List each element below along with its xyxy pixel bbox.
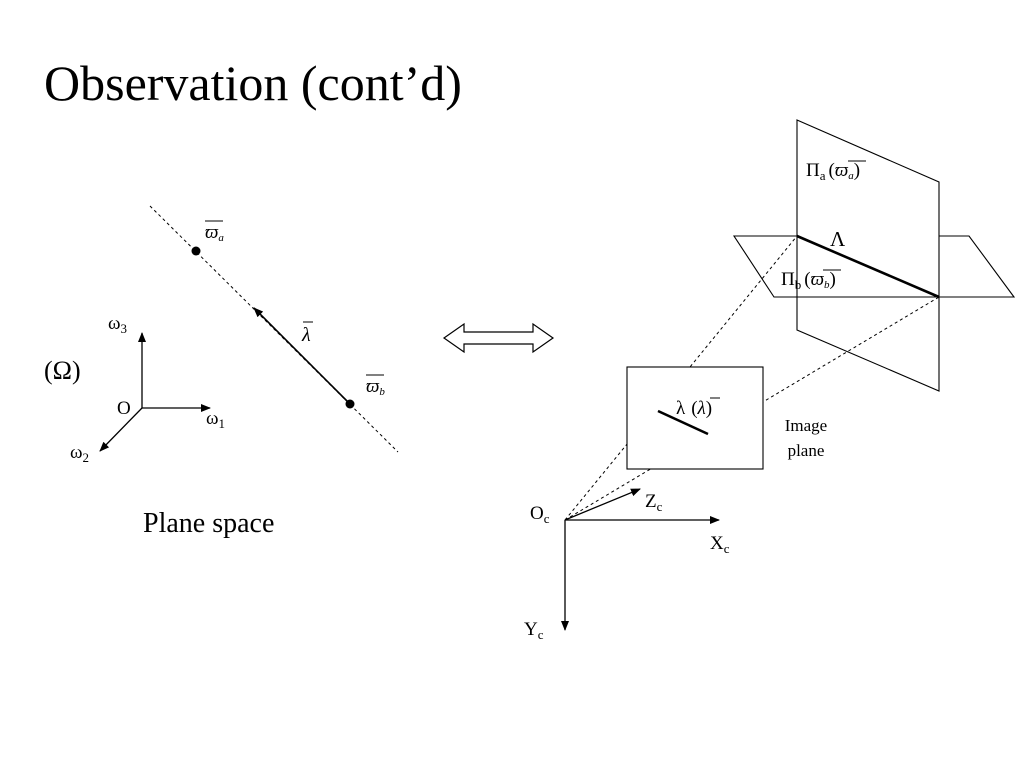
plane-space-diagram: (Ω) O ω3 ω1 ω2 ϖa ϖb λ xyxy=(44,205,399,539)
svg-text:λ(λ): λ(λ) xyxy=(676,398,712,419)
point-b-label: ϖb xyxy=(366,374,385,398)
axis-w3-label: ω3 xyxy=(108,313,127,336)
space-label: (Ω) xyxy=(44,356,81,385)
pi-b-label: Πb(ϖb) xyxy=(781,269,841,292)
axis-w1-label: ω1 xyxy=(206,408,225,431)
axis-w2-label: ω2 xyxy=(70,442,89,465)
lambda-3d-label: Λ xyxy=(830,227,846,251)
origin-label: O xyxy=(117,398,131,419)
plane-space-caption: Plane space xyxy=(143,508,274,539)
svg-text:Πa(ϖa): Πa(ϖa) xyxy=(806,160,860,183)
image-line-lambda xyxy=(657,409,709,436)
image-plane-rect xyxy=(626,366,764,470)
axis-xc-label: Xc xyxy=(710,533,730,556)
slide-title: Observation (cont’d) xyxy=(44,55,462,111)
pi-a-label: Πa(ϖa) xyxy=(806,160,866,183)
line-lambda-3d xyxy=(796,234,940,299)
axis-zc-label: Zc xyxy=(645,491,663,514)
svg-text:Πb(ϖb): Πb(ϖb) xyxy=(781,269,836,292)
svg-text:ϖb: ϖb xyxy=(366,376,385,398)
camera-diagram: Πa(ϖa) Λ Πb(ϖb) λ(λ) Image plane Oc Zc X… xyxy=(524,119,1016,642)
plane-pi-b-right xyxy=(939,235,1016,298)
plane-pi-a xyxy=(796,119,940,392)
lambda-vector xyxy=(253,307,351,405)
svg-text:ϖa: ϖa xyxy=(205,222,224,244)
image-line-label: λ(λ) xyxy=(676,397,720,419)
camera-origin-label: Oc xyxy=(530,503,550,526)
point-b xyxy=(345,399,355,409)
axis-w2-arrow xyxy=(99,407,143,452)
image-plane-label-line1: Image xyxy=(785,416,827,435)
lambda-label: λ xyxy=(301,321,313,346)
point-a-label: ϖa xyxy=(205,220,224,244)
svg-text:λ: λ xyxy=(301,324,311,346)
projection-ray-1 xyxy=(564,235,798,521)
point-a xyxy=(191,246,201,256)
axis-yc-label: Yc xyxy=(524,619,544,642)
equivalence-double-arrow xyxy=(442,322,555,354)
axis-zc-arrow xyxy=(564,488,641,521)
image-plane-label-line2: plane xyxy=(788,441,825,460)
plane-pi-b-left xyxy=(732,235,797,298)
